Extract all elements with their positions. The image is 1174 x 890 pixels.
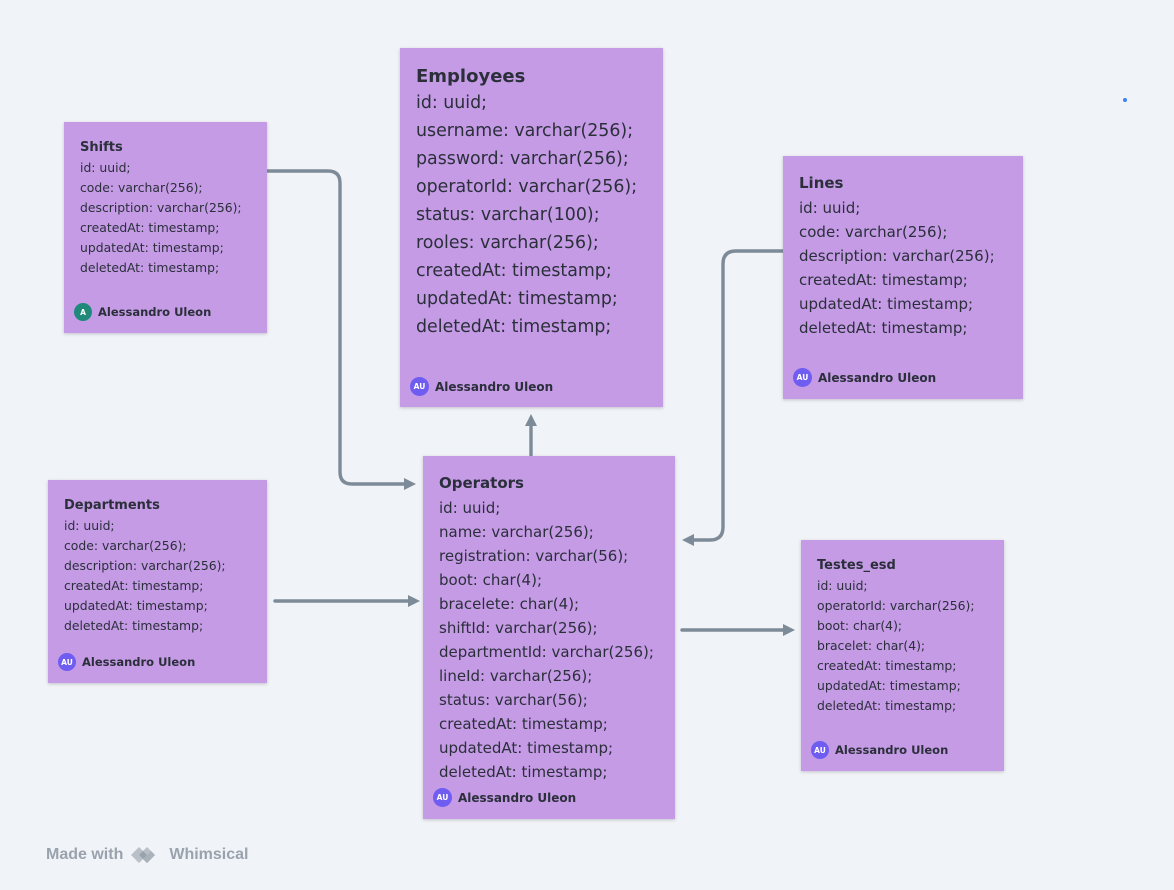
field-row: deletedAt: timestamp; [817, 698, 957, 713]
field-row: bracelet: char(4); [817, 638, 926, 653]
field-row: updatedAt: timestamp; [64, 598, 208, 613]
field-row: description: varchar(256); [799, 247, 995, 265]
arrowhead-operators-from-lines [682, 534, 694, 546]
table-card-operators[interactable]: Operators id: uuid; name: varchar(256); … [423, 456, 675, 819]
field-row: createdAt: timestamp; [80, 220, 220, 235]
field-row: id: uuid; [80, 160, 131, 175]
field-row: departmentId: varchar(256); [439, 643, 654, 661]
author-name: Alessandro Uleon [82, 655, 196, 669]
author-name: Alessandro Uleon [458, 790, 577, 805]
field-list: id: uuid; code: varchar(256); descriptio… [64, 516, 251, 636]
field-row: name: varchar(256); [439, 523, 594, 541]
table-title: Operators [439, 474, 524, 492]
selection-dot [1123, 98, 1127, 102]
author-name: Alessandro Uleon [818, 370, 937, 385]
card-author: AU Alessandro Uleon [793, 368, 936, 387]
field-row: lineId: varchar(256); [439, 667, 593, 685]
field-row: createdAt: timestamp; [799, 271, 968, 289]
field-row: updatedAt: timestamp; [799, 295, 974, 313]
field-list: id: uuid; operatorId: varchar(256); boot… [817, 576, 988, 716]
field-row: shiftId: varchar(256); [439, 619, 598, 637]
field-list: id: uuid; username: varchar(256); passwo… [416, 89, 647, 341]
connector-lines-operators[interactable] [692, 249, 785, 542]
field-row: code: varchar(256); [64, 538, 187, 553]
arrowhead-operators-from-shifts [404, 478, 416, 490]
table-card-departments[interactable]: Departments id: uuid; code: varchar(256)… [48, 480, 267, 683]
made-with-whimsical-badge[interactable]: Made with Whimsical [46, 843, 248, 867]
field-row: id: uuid; [817, 578, 868, 593]
field-row: deletedAt: timestamp; [64, 618, 204, 633]
field-row: status: varchar(100); [416, 205, 600, 225]
field-row: deletedAt: timestamp; [80, 260, 220, 275]
table-title: Lines [799, 174, 844, 192]
whimsical-logo-icon [131, 847, 156, 863]
avatar: AU [793, 368, 812, 387]
field-row: updatedAt: timestamp; [80, 240, 224, 255]
field-row: deletedAt: timestamp; [416, 317, 612, 337]
field-row: updatedAt: timestamp; [416, 289, 618, 309]
table-title: Testes_esd [817, 558, 896, 573]
table-card-shifts[interactable]: Shifts id: uuid; code: varchar(256); des… [64, 122, 267, 333]
field-row: description: varchar(256); [80, 200, 242, 215]
field-row: operatorId: varchar(256); [416, 177, 638, 197]
field-list: id: uuid; code: varchar(256); descriptio… [80, 158, 251, 278]
field-row: createdAt: timestamp; [64, 578, 204, 593]
table-card-employees[interactable]: Employees id: uuid; username: varchar(25… [400, 48, 663, 407]
field-row: bracelete: char(4); [439, 595, 580, 613]
arrowhead-testes-esd [783, 624, 795, 636]
card-author: AU Alessandro Uleon [410, 377, 553, 396]
field-row: deletedAt: timestamp; [799, 319, 968, 337]
field-row: registration: varchar(56); [439, 547, 629, 565]
field-row: updatedAt: timestamp; [439, 739, 614, 757]
field-row: password: varchar(256); [416, 149, 629, 169]
arrowhead-operators-from-departments [408, 595, 420, 607]
author-name: Alessandro Uleon [435, 379, 554, 394]
avatar: AU [410, 377, 429, 396]
field-list: id: uuid; code: varchar(256); descriptio… [799, 196, 1007, 340]
connector-shifts-operators[interactable] [265, 169, 406, 486]
whimsical-brand-label: Whimsical [169, 846, 249, 863]
field-row: id: uuid; [64, 518, 115, 533]
avatar: AU [58, 653, 76, 671]
field-row: createdAt: timestamp; [817, 658, 957, 673]
field-row: status: varchar(56); [439, 691, 588, 709]
card-author: AU Alessandro Uleon [433, 788, 576, 807]
field-row: rooles: varchar(256); [416, 233, 599, 253]
field-row: deletedAt: timestamp; [439, 763, 608, 781]
field-row: operatorId: varchar(256); [817, 598, 975, 613]
field-row: code: varchar(256); [799, 223, 948, 241]
table-title: Shifts [80, 140, 123, 155]
avatar: AU [433, 788, 452, 807]
field-list: id: uuid; name: varchar(256); registrati… [439, 496, 659, 784]
field-row: createdAt: timestamp; [439, 715, 608, 733]
table-card-testes-esd[interactable]: Testes_esd id: uuid; operatorId: varchar… [801, 540, 1004, 771]
table-title: Departments [64, 498, 160, 513]
field-row: updatedAt: timestamp; [817, 678, 961, 693]
field-row: boot: char(4); [439, 571, 542, 589]
field-row: id: uuid; [799, 199, 861, 217]
field-row: boot: char(4); [817, 618, 903, 633]
card-author: AU Alessandro Uleon [58, 653, 195, 671]
author-name: Alessandro Uleon [835, 743, 949, 757]
field-row: code: varchar(256); [80, 180, 203, 195]
field-row: username: varchar(256); [416, 121, 634, 141]
table-title: Employees [416, 66, 526, 87]
field-row: createdAt: timestamp; [416, 261, 612, 281]
arrowhead-employees [525, 414, 537, 426]
field-row: id: uuid; [416, 93, 488, 113]
author-name: Alessandro Uleon [98, 305, 212, 319]
avatar: A [74, 303, 92, 321]
table-card-lines[interactable]: Lines id: uuid; code: varchar(256); desc… [783, 156, 1023, 399]
field-row: id: uuid; [439, 499, 501, 517]
card-author: AU Alessandro Uleon [811, 741, 948, 759]
field-row: description: varchar(256); [64, 558, 226, 573]
card-author: A Alessandro Uleon [74, 303, 211, 321]
avatar: AU [811, 741, 829, 759]
made-with-label: Made with [46, 846, 124, 863]
